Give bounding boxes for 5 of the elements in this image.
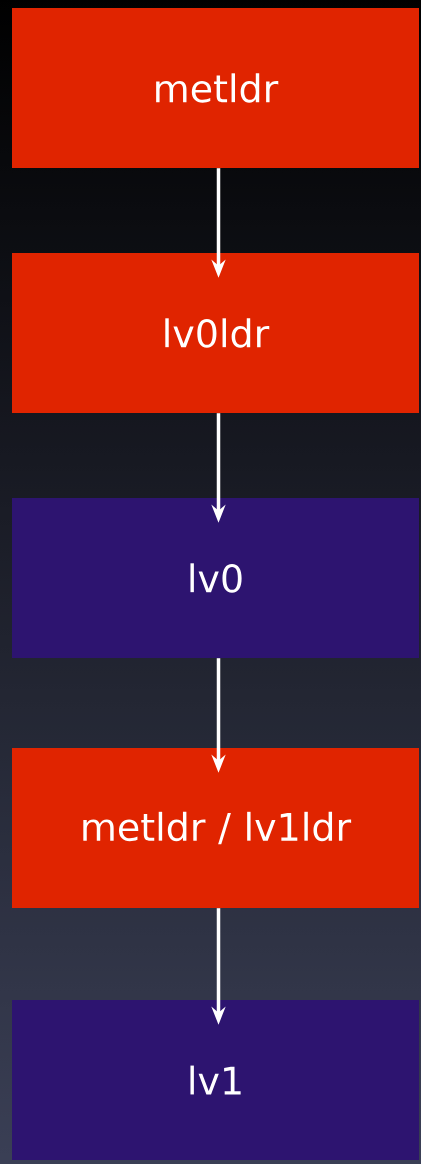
process-box: lv0ldr (12, 253, 419, 413)
process-box: metldr (12, 8, 419, 168)
process-box: lv1 (12, 1000, 419, 1160)
process-box: lv0 (12, 498, 419, 658)
process-box: metldr / lv1ldr (12, 748, 419, 908)
